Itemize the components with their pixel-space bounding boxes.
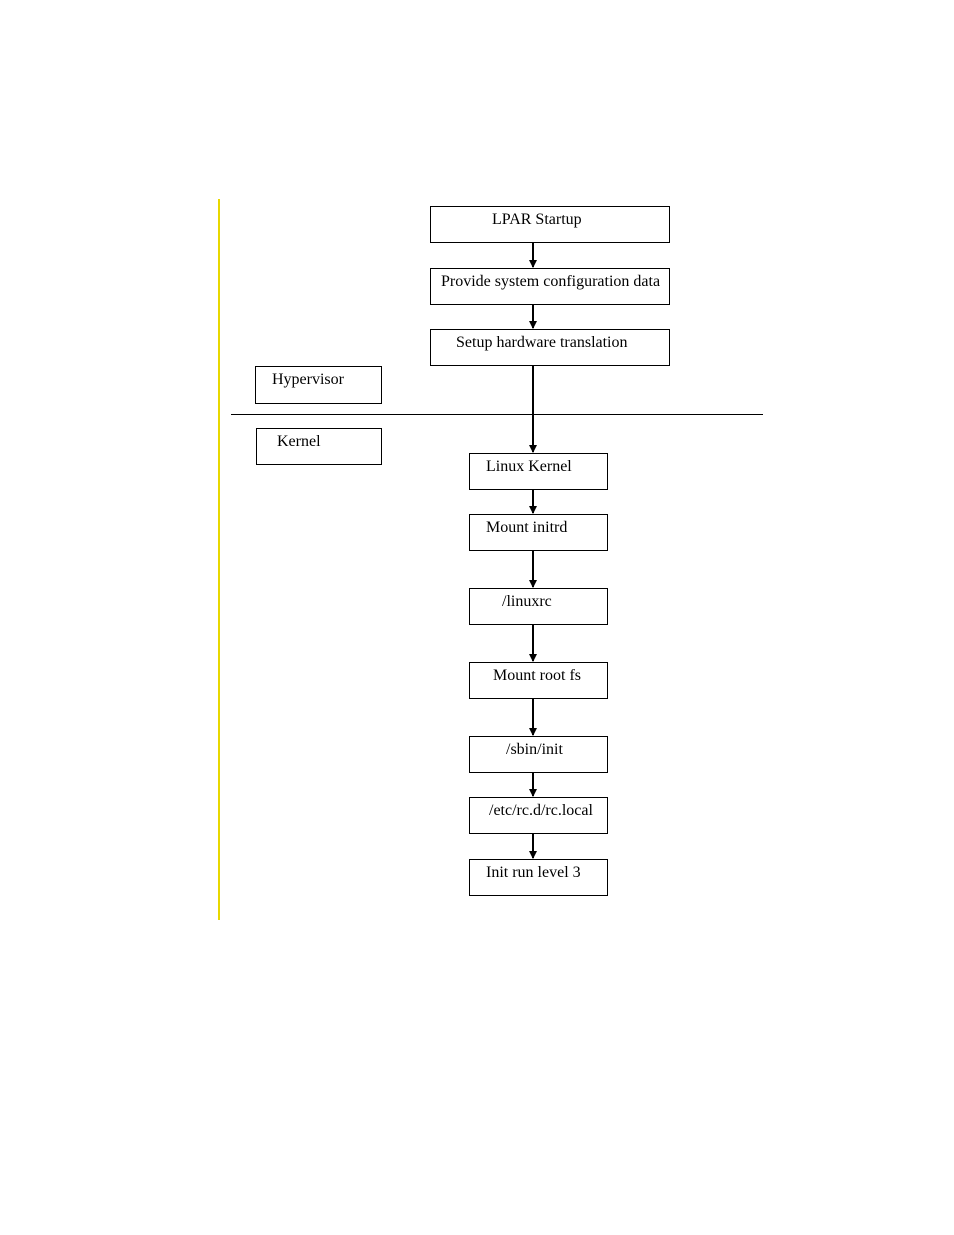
change-bar: [218, 199, 220, 920]
layer-divider: [231, 414, 763, 415]
step-lpar-startup: LPAR Startup: [430, 206, 670, 243]
step-label: Init run level 3: [486, 864, 581, 882]
step-label: Setup hardware translation: [456, 334, 628, 352]
step-provide-config: Provide system configuration data: [430, 268, 670, 305]
step-setup-translation: Setup hardware translation: [430, 329, 670, 366]
step-label: Linux Kernel: [486, 458, 572, 476]
step-sbin-init: /sbin/init: [469, 736, 608, 773]
step-mount-root-fs: Mount root fs: [469, 662, 608, 699]
step-rc-local: /etc/rc.d/rc.local: [469, 797, 608, 834]
step-label: /sbin/init: [506, 741, 563, 759]
hypervisor-label-box: Hypervisor: [255, 366, 382, 404]
step-label: Mount root fs: [493, 667, 581, 685]
kernel-label-box: Kernel: [256, 428, 382, 465]
step-label: Provide system configuration data: [441, 273, 660, 291]
step-label: Mount initrd: [486, 519, 567, 537]
step-mount-initrd: Mount initrd: [469, 514, 608, 551]
step-label: /etc/rc.d/rc.local: [489, 802, 593, 820]
step-linuxrc: /linuxrc: [469, 588, 608, 625]
hypervisor-label: Hypervisor: [272, 371, 344, 389]
kernel-label: Kernel: [277, 433, 321, 451]
step-linux-kernel: Linux Kernel: [469, 453, 608, 490]
step-label: LPAR Startup: [492, 211, 582, 229]
step-label: /linuxrc: [502, 593, 552, 611]
step-init-run-level: Init run level 3: [469, 859, 608, 896]
